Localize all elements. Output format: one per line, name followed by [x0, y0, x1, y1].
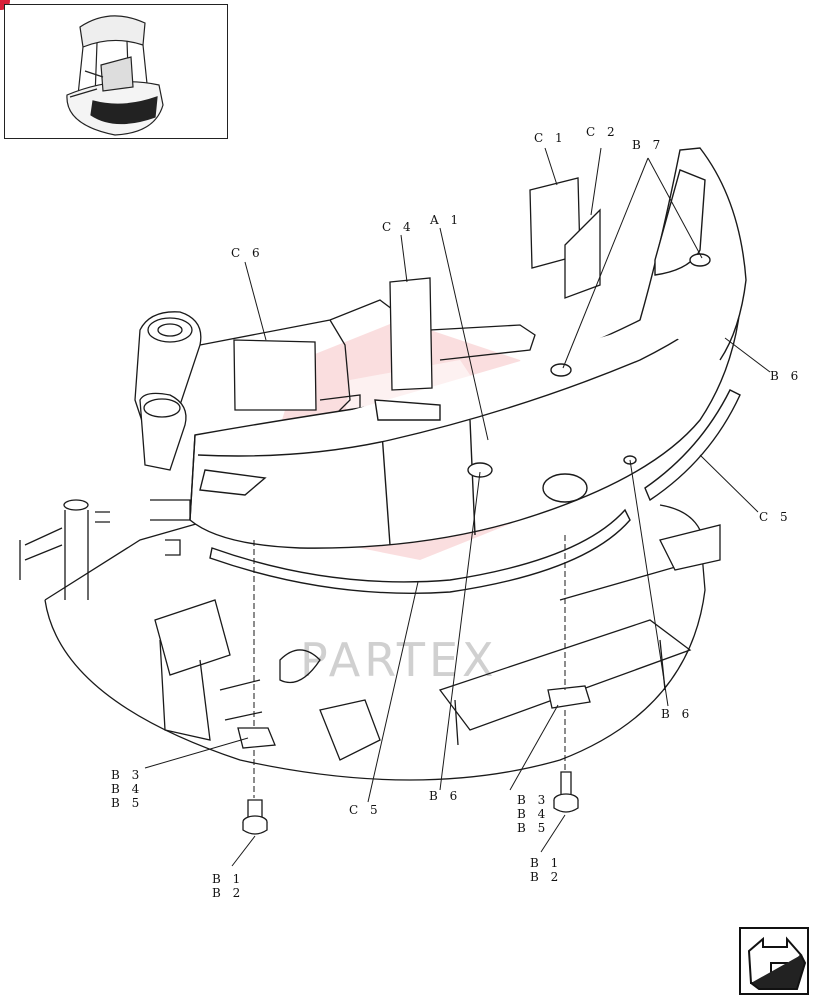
- label-c2: C 2: [586, 125, 619, 139]
- counterweight-body: [189, 147, 747, 594]
- label-c5-bottom: C 5: [349, 803, 382, 817]
- bolts: [237, 685, 591, 835]
- frame-lines: [19, 299, 721, 781]
- label-b3-b4-b5-right: B 3 B 4 B 5: [517, 793, 550, 835]
- navigation-button[interactable]: [739, 927, 809, 995]
- block-c6: [233, 339, 317, 411]
- label-c1: C 1: [534, 131, 567, 145]
- label-c6: C 6: [231, 246, 264, 260]
- label-b6-bottom: B 6: [429, 789, 462, 803]
- label-c5-right: C 5: [759, 510, 792, 524]
- weight-blocks: [233, 177, 601, 411]
- label-c4: C 4: [382, 220, 415, 234]
- label-b3-b4-b5-left: B 3 B 4 B 5: [111, 768, 144, 810]
- machine-overview-icon: [66, 15, 164, 136]
- machine-thumbnail: [4, 4, 228, 139]
- block-c2: [564, 208, 601, 299]
- label-b1-b2-right: B 1 B 2: [530, 856, 563, 884]
- leader-lines: [144, 147, 771, 867]
- label-b6-lower: B 6: [661, 707, 694, 721]
- label-a1: A 1: [430, 213, 463, 227]
- watermark-text: PARTEX: [300, 633, 498, 687]
- navigation-arrow-icon: [747, 936, 807, 990]
- label-b1-b2-left: B 1 B 2: [212, 872, 245, 900]
- label-b7: B 7: [632, 138, 665, 152]
- label-b6-right: B 6: [770, 369, 803, 383]
- block-c4: [389, 277, 433, 391]
